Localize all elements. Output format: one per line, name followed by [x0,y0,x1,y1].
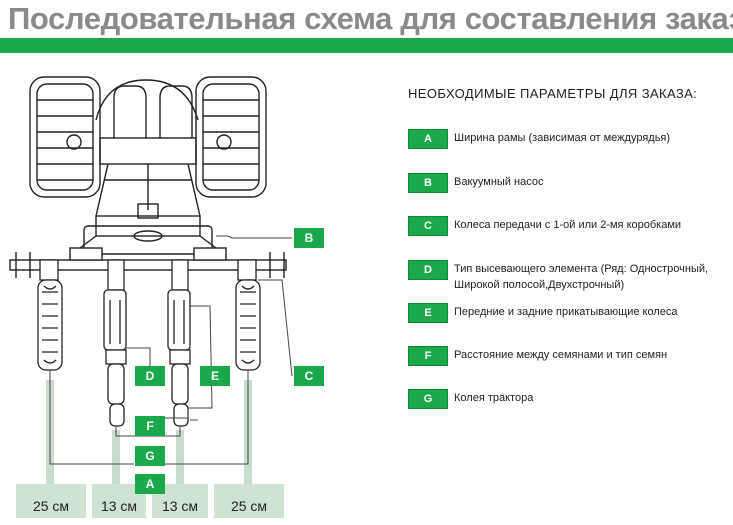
row-width-2: 13 см [100,498,138,514]
param-b-text: Вакуумный насос [454,176,544,188]
callout-d: D [135,366,165,386]
title-accent-bar [0,38,733,53]
drive-wheels [37,259,261,371]
callout-c: C [294,366,324,386]
callout-e: E [200,366,230,386]
params-heading: НЕОБХОДИМЫЕ ПАРАМЕТРЫ ДЛЯ ЗАКАЗА: [408,86,698,101]
param-e-text: Передние и задние прикатывающие колеса [454,306,678,318]
page-title: Последовательная схема для составления з… [8,1,733,36]
planter-diagram: B C D E F G A 25 см 13 см 13 см 25 см [0,60,400,525]
param-f-text: Расстояние между семянами и тип семян [454,349,668,361]
tractor [29,76,267,255]
callout-f: F [135,416,165,436]
param-e-badge: E [408,303,448,323]
param-c-text: Колеса передачи с 1-ой или 2-мя коробкам… [454,219,682,231]
row-width-4: 25 см [230,498,268,514]
param-f-badge: F [408,346,448,366]
param-c-badge: C [408,216,448,236]
toolbar [9,247,287,278]
param-g-text: Колея трактора [454,392,534,404]
callout-b: B [294,228,324,248]
callout-leaders [49,235,293,465]
callout-a: A [135,474,165,494]
param-b-badge: B [408,173,448,193]
param-a-text: Ширина рамы (зависимая от междурядья) [454,132,671,144]
param-a-badge: A [408,129,448,149]
row-width-1: 25 см [32,498,70,514]
param-g-badge: G [408,389,448,409]
callout-g: G [135,446,165,466]
param-d-badge: D [408,260,448,280]
row-units [103,259,191,427]
param-d-text: Тип высевающего элемента (Ряд: Одностроч… [454,263,709,291]
row-width-3: 13 см [161,498,199,514]
planter-drawing [9,76,293,518]
